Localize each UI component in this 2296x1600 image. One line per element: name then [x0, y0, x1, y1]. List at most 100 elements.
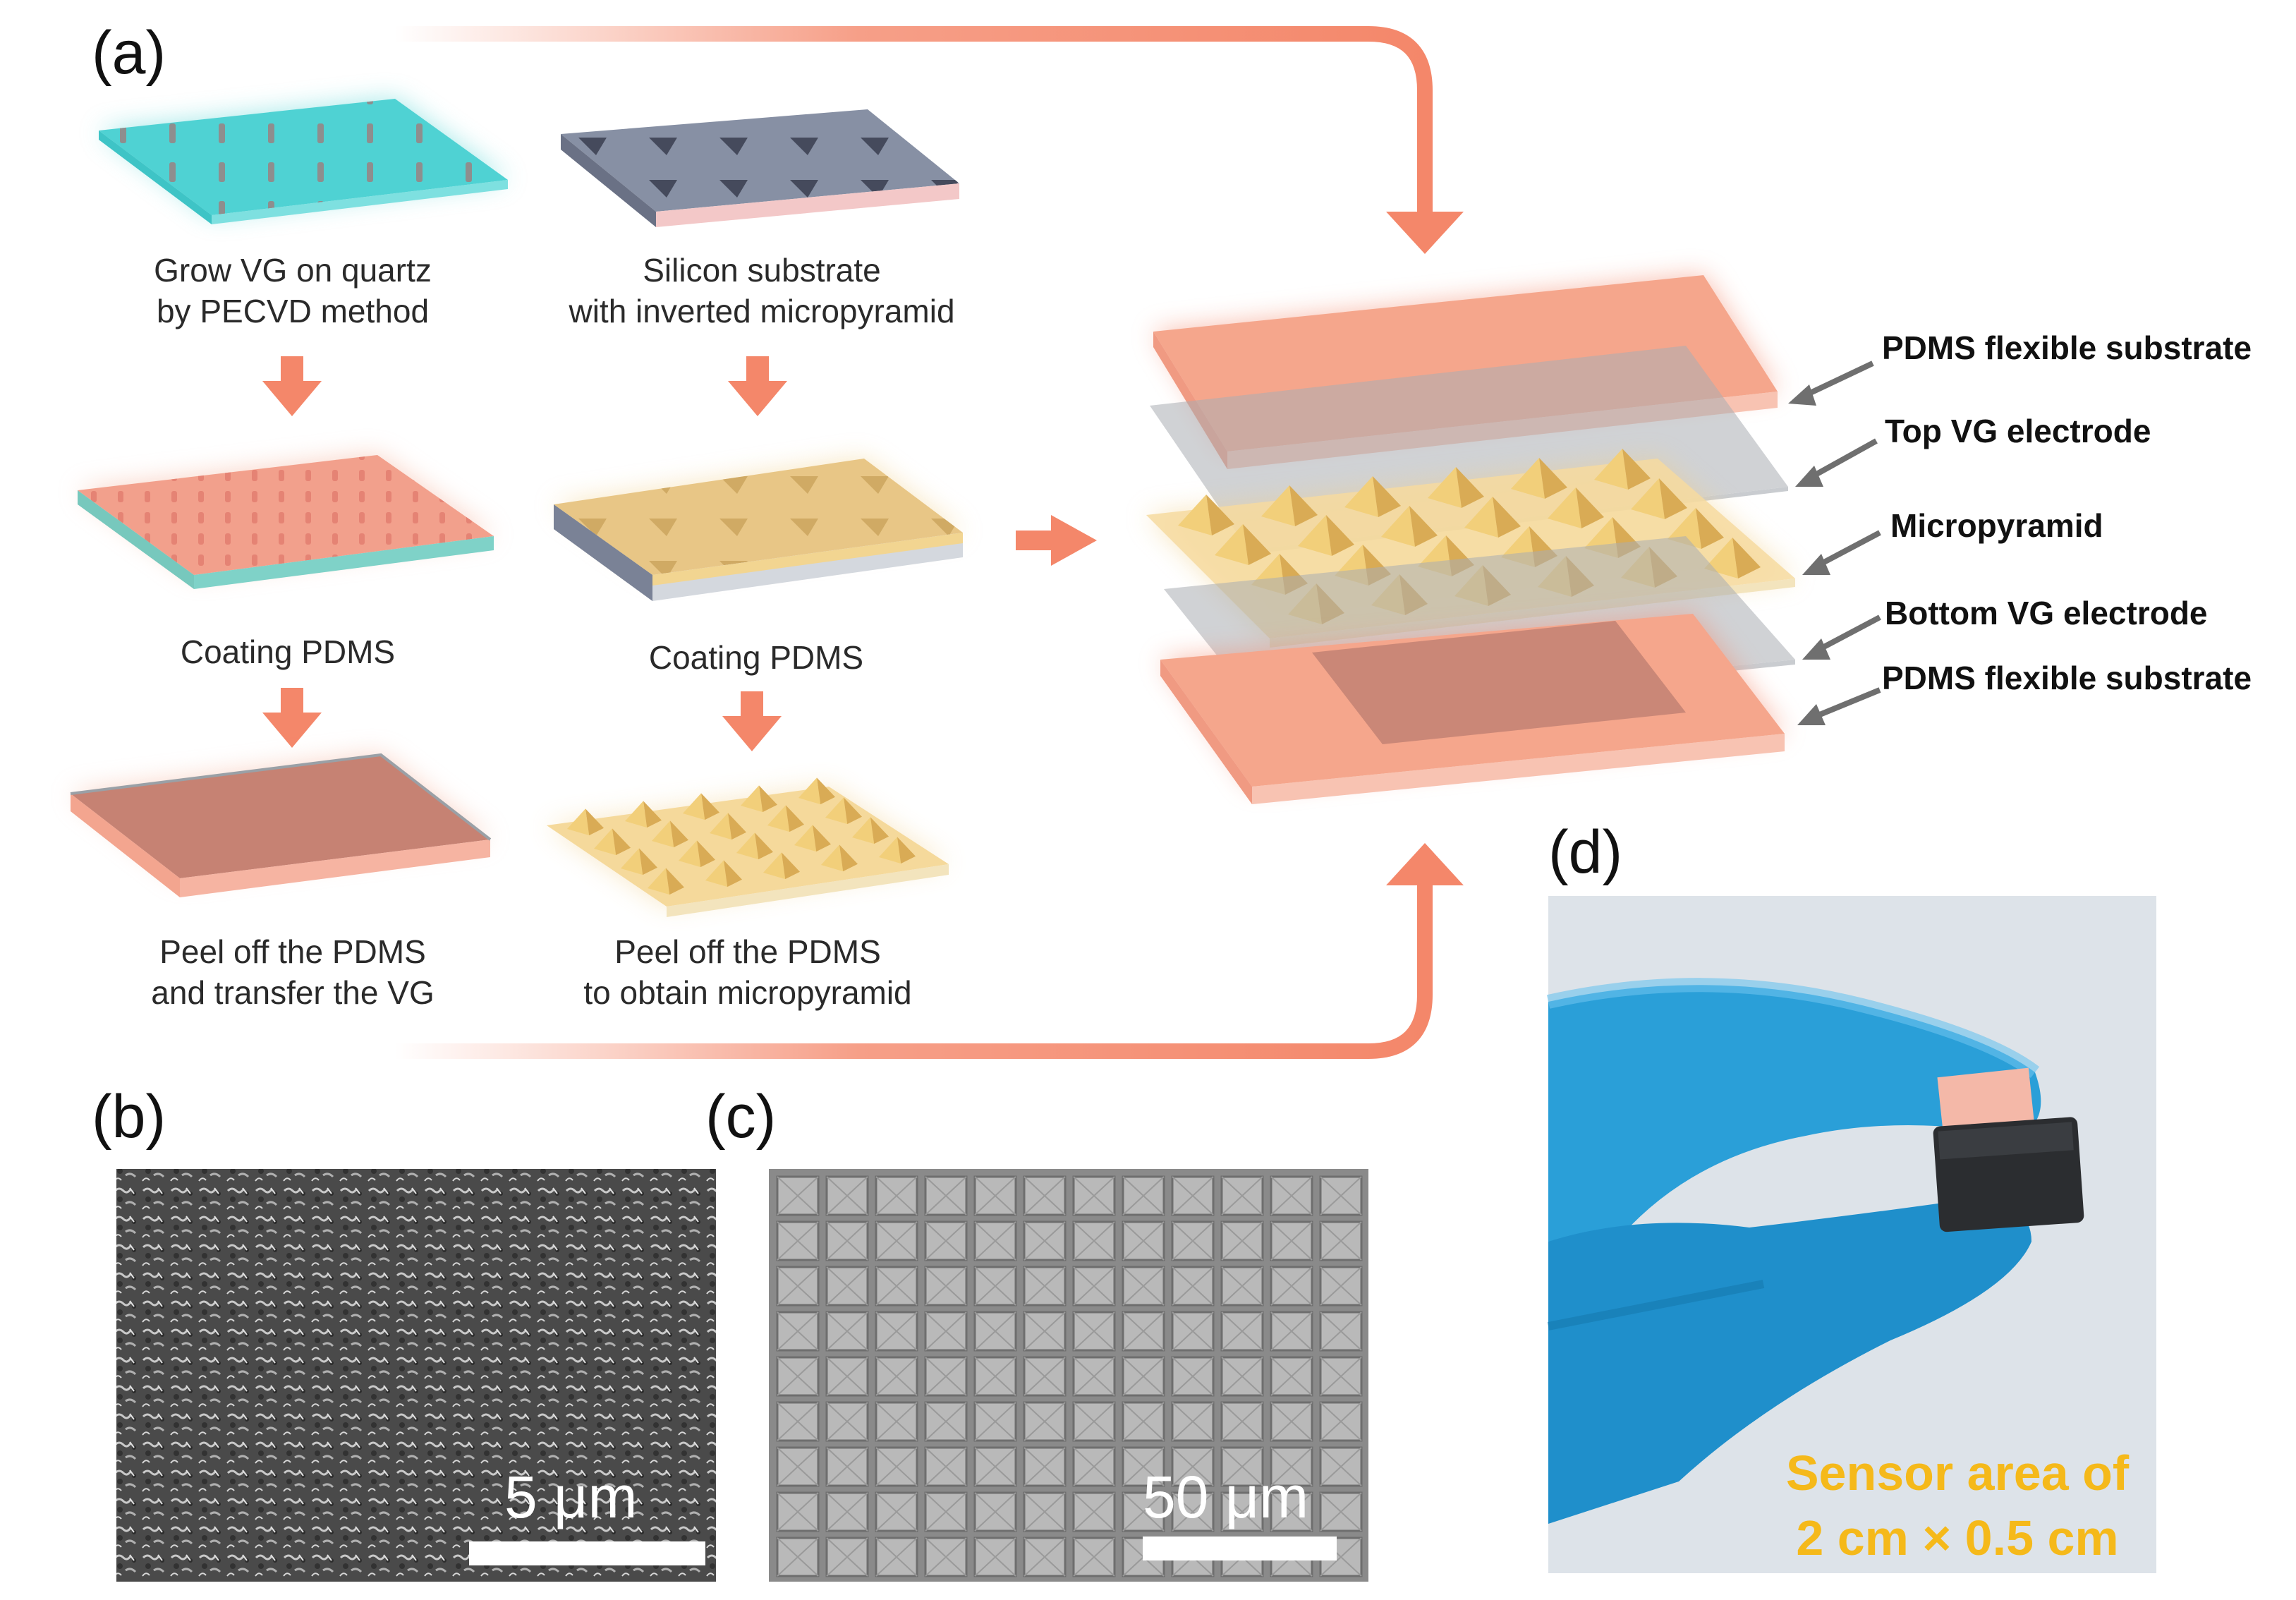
- flow-arrow-bottom: [387, 874, 1433, 1059]
- pyramid-face: [612, 828, 631, 856]
- pyramid-face: [813, 825, 831, 852]
- pyramid-ridge: [1122, 1447, 1165, 1486]
- pyramid-face: [1732, 538, 1761, 578]
- pyramid-ridge: [1221, 1221, 1263, 1261]
- pyramid-ridge: [826, 1402, 868, 1441]
- pyramid-ridge: [1073, 1537, 1115, 1577]
- pyramid-face: [1493, 497, 1521, 538]
- pyramid-ridge: [1073, 1447, 1115, 1486]
- pyramid-face: [1206, 495, 1234, 535]
- step-caption-line: by PECVD method: [156, 293, 430, 329]
- pyramid-ridge: [777, 1402, 819, 1441]
- pyramid-face: [1215, 524, 1249, 565]
- pyramid-ridge: [925, 1357, 967, 1396]
- pyramid-face: [648, 868, 670, 895]
- pyramid-face: [1381, 506, 1415, 547]
- pyramid-ridge: [875, 1266, 918, 1306]
- pyramid-face: [786, 805, 804, 832]
- pyramid-ridge: [1320, 1357, 1362, 1396]
- pyramid-ridge: [1270, 1492, 1313, 1532]
- pyramid-ridge: [1320, 1447, 1362, 1486]
- pyramid-ridge: [925, 1492, 967, 1532]
- pyramid-ridge: [1172, 1492, 1214, 1532]
- pyramid-ridge: [777, 1537, 819, 1577]
- pyramid-ridge: [1320, 1176, 1362, 1216]
- pyramid-ridge: [826, 1221, 868, 1261]
- pyramid-ridge: [826, 1492, 868, 1532]
- pyramid-ridge: [925, 1311, 967, 1351]
- pyramid-face: [817, 777, 835, 805]
- pyramid-ridge: [1270, 1311, 1313, 1351]
- step-caption-silicon: Silicon substrate with inverted micropyr…: [569, 250, 954, 332]
- pyramid-ridge: [777, 1221, 819, 1261]
- down-arrow-mid-2: [722, 691, 782, 751]
- pyramid-face: [1659, 478, 1687, 519]
- sensor-photo: [1546, 896, 2156, 1573]
- pyramid-ridge: [875, 1537, 918, 1577]
- flow-arrow-middle: [1016, 531, 1055, 550]
- pyramid-face: [1178, 495, 1212, 535]
- pyramid-ridge: [1320, 1492, 1362, 1532]
- sensor-device: [1933, 1067, 2084, 1232]
- pyramid-ridge: [1172, 1266, 1214, 1306]
- pyramid-face: [879, 837, 901, 864]
- step-caption-line: Peel off the PDMS: [614, 933, 881, 970]
- step-caption-line: with inverted micropyramid: [569, 293, 955, 329]
- pyramid-ridge: [826, 1537, 868, 1577]
- pyramid-ridge: [1073, 1266, 1115, 1306]
- pyramid-face: [643, 801, 662, 828]
- pyramid-ridge: [974, 1311, 1016, 1351]
- pyramid-ridge: [875, 1357, 918, 1396]
- pyramid-ridge: [875, 1176, 918, 1216]
- pyramid-face: [755, 832, 773, 860]
- panel-label-c: (c): [705, 1083, 777, 1151]
- pyramid-face: [798, 777, 821, 805]
- pyramid-ridge: [1221, 1492, 1263, 1532]
- pyramid-ridge: [1221, 1447, 1263, 1486]
- pyramid-face: [1696, 508, 1724, 549]
- pyramid-ridge: [974, 1176, 1016, 1216]
- pyramid-ridge: [974, 1447, 1016, 1486]
- panel-label-d: (d): [1548, 818, 1623, 886]
- pyramid-ridge: [875, 1402, 918, 1441]
- step-caption-line: Grow VG on quartz: [154, 252, 432, 289]
- pyramid-ridge: [974, 1402, 1016, 1441]
- pyramid-face: [1594, 449, 1628, 490]
- pyramid-ridge: [826, 1357, 868, 1396]
- pyramid-face: [736, 832, 759, 860]
- pyramid-ridge: [777, 1266, 819, 1306]
- pyramid-ridge: [1122, 1357, 1165, 1396]
- pyramid-face: [670, 820, 688, 848]
- pyramid-ridge: [1024, 1447, 1066, 1486]
- pyramid-face: [724, 860, 742, 887]
- pyramid-ridge: [1270, 1402, 1313, 1441]
- pdms-coated-silicon-slab: [554, 459, 963, 601]
- pyramid-ridge: [1221, 1266, 1263, 1306]
- glove-thumb: [1548, 985, 2041, 1242]
- down-arrow-left-1: [262, 356, 322, 416]
- step-caption-line: Silicon substrate: [643, 252, 881, 289]
- pyramid-face: [1243, 524, 1271, 565]
- scale-label-b: 5 μm: [504, 1464, 638, 1530]
- pyramid-ridge: [1172, 1221, 1214, 1261]
- pyramid-ridge: [826, 1176, 868, 1216]
- pyramid-ridge: [875, 1221, 918, 1261]
- step-caption-line: to obtain micropyramid: [583, 974, 912, 1011]
- pyramid-ridge: [826, 1266, 868, 1306]
- pyramid-face: [741, 785, 763, 813]
- pyramid-ridge: [1073, 1221, 1115, 1261]
- pyramid-ridge: [1024, 1537, 1066, 1577]
- pyramid-face: [621, 848, 643, 875]
- pyramid-face: [683, 793, 705, 820]
- layer-pointers: [1788, 360, 1881, 725]
- step-caption-line: Peel off the PDMS: [159, 933, 426, 970]
- pyramid-ridge: [925, 1266, 967, 1306]
- step-caption-peel-left: Peel off the PDMS and transfer the VG: [151, 931, 434, 1013]
- step-caption-line: and transfer the VG: [151, 974, 435, 1011]
- pyramid-ridge: [1172, 1357, 1214, 1396]
- panel-label-a: (a): [92, 19, 166, 87]
- pyramid-face: [1464, 497, 1498, 538]
- peeled-pdms-vg-slab: [70, 753, 492, 897]
- pyramid-ridge: [1024, 1357, 1066, 1396]
- pyramid-face: [697, 840, 715, 868]
